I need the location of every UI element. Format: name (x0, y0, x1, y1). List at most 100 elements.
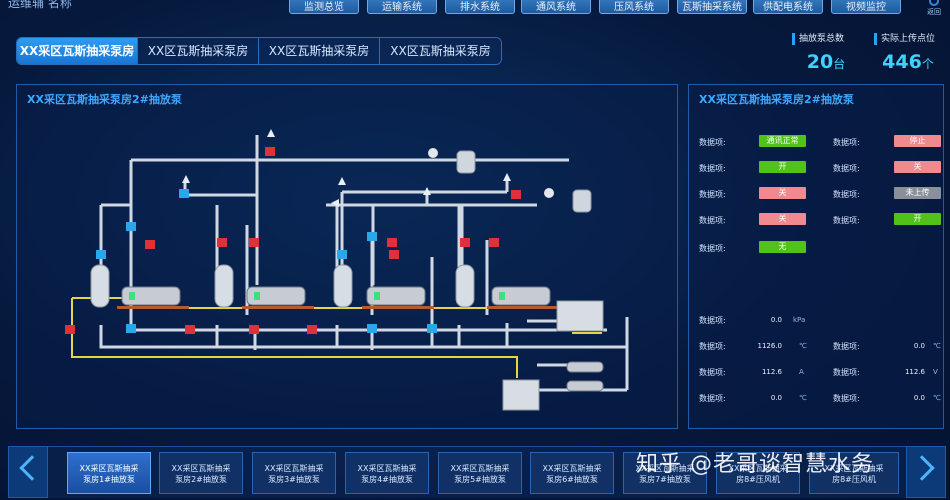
nav-item-monitoring[interactable]: 监测总览 (289, 0, 359, 14)
data-panel: XX采区瓦斯抽采泵房2#抽放泵 数据项: 通讯正常 数据项: 开 数据项: 关 … (688, 84, 944, 429)
status-badge: 未上传 (894, 187, 941, 199)
data-panel-title: XX采区瓦斯抽采泵房2#抽放泵 (699, 93, 854, 106)
pump-card-line1: XX采区瓦斯抽采 (171, 464, 231, 473)
process-diagram-panel: XX采区瓦斯抽采泵房2#抽放泵 (16, 84, 678, 429)
data-unit: ℃ (933, 394, 941, 402)
top-nav: 运维辅 名称 监测总览 运输系统 排水系统 通风系统 压风系统 瓦斯抽采系统 供… (0, 0, 950, 16)
data-label: 数据项: (699, 342, 726, 351)
stat-upload-points-label: 实际上传点位 (874, 33, 942, 45)
return-button[interactable]: 返回 (924, 0, 944, 17)
pump-card-line2: 房8#压风机 (832, 475, 876, 484)
carousel-next-button[interactable] (906, 446, 946, 498)
data-label: 数据项: (699, 368, 726, 377)
return-label: 返回 (927, 8, 941, 16)
status-badge: 关 (759, 213, 806, 225)
data-label: 数据项: (833, 138, 860, 147)
data-value: 0.0 (913, 394, 925, 402)
data-label: 数据项: (699, 164, 726, 173)
pump-card-line2: 泵房7#抽放泵 (639, 475, 691, 484)
data-label: 数据项: (833, 394, 860, 403)
tab-pump-room-4[interactable]: XX区瓦斯抽采泵房 (380, 38, 501, 64)
data-value: 1126.0 (757, 342, 783, 350)
pump-card-line1: XX采区瓦斯抽采 (264, 464, 324, 473)
pump-card-line1: XX采区瓦斯抽采 (728, 464, 788, 473)
data-unit: A (799, 368, 804, 376)
status-badge: 关 (894, 161, 941, 173)
pump-card-7[interactable]: XX采区瓦斯抽采 泵房7#抽放泵 (623, 452, 707, 494)
data-label: 数据项: (833, 342, 860, 351)
status-badge: 停止 (894, 135, 941, 147)
pump-card-line2: 泵房4#抽放泵 (361, 475, 413, 484)
pump-card-line1: XX采区瓦斯抽采 (542, 464, 602, 473)
pump-card-line2: 房8#压风机 (736, 475, 780, 484)
data-value: 112.6 (904, 368, 925, 376)
data-label: 数据项: (833, 368, 860, 377)
pump-card-line1: XX采区瓦斯抽采 (450, 464, 510, 473)
data-label: 数据项: (699, 316, 726, 325)
return-icon (929, 0, 939, 6)
chevron-left-icon (19, 455, 45, 481)
status-badge: 开 (759, 161, 806, 173)
carousel-prev-button[interactable] (8, 446, 48, 498)
nav-item-video[interactable]: 视频监控 (831, 0, 901, 14)
system-title: 运维辅 名称 (8, 0, 72, 10)
stat-total-pumps-value: 20台 (806, 51, 846, 73)
stat-upload-points-value: 446个 (882, 51, 934, 73)
status-badge: 关 (759, 187, 806, 199)
nav-item-compressed-air[interactable]: 压风系统 (599, 0, 669, 14)
pump-card-line1: XX采区瓦斯抽采 (635, 464, 695, 473)
data-label: 数据项: (699, 394, 726, 403)
stat-total-pumps-label: 抽放泵总数 (792, 33, 860, 45)
pump-card-3[interactable]: XX采区瓦斯抽采 泵房3#抽放泵 (252, 452, 336, 494)
watermark: 知乎 @老哥谈智慧水务 (636, 452, 874, 477)
data-label: 数据项: (833, 164, 860, 173)
tab-pump-room-3[interactable]: XX区瓦斯抽采泵房 (259, 38, 380, 64)
pump-card-line2: 泵房6#抽放泵 (546, 475, 598, 484)
pump-card-1[interactable]: XX采区瓦斯抽采 泵房1#抽放泵 (67, 452, 151, 494)
status-badge: 通讯正常 (759, 135, 806, 147)
chevron-right-icon (909, 455, 935, 481)
data-unit: ℃ (799, 394, 807, 402)
nav-item-transport[interactable]: 运输系统 (367, 0, 437, 14)
pump-room-tabs: XX采区瓦斯抽采泵房 XX区瓦斯抽采泵房 XX区瓦斯抽采泵房 XX区瓦斯抽采泵房 (16, 37, 502, 65)
status-badge: 开 (894, 213, 941, 225)
data-label: 数据项: (699, 138, 726, 147)
pump-card-5[interactable]: XX采区瓦斯抽采 泵房5#抽放泵 (438, 452, 522, 494)
data-label: 数据项: (833, 190, 860, 199)
pump-card-line1: XX采区瓦斯抽采 (357, 464, 417, 473)
pump-card-6[interactable]: XX采区瓦斯抽采 泵房6#抽放泵 (530, 452, 614, 494)
data-unit: ℃ (799, 342, 807, 350)
pump-card-8[interactable]: XX采区瓦斯抽采 房8#压风机 (716, 452, 800, 494)
pump-card-9[interactable]: XX采区瓦斯抽采 房8#压风机 (809, 452, 899, 494)
pump-card-line2: 泵房2#抽放泵 (175, 475, 227, 484)
pump-card-line1: XX采区瓦斯抽采 (824, 464, 884, 473)
data-unit: V (933, 368, 938, 376)
data-label: 数据项: (699, 190, 726, 199)
diagram-panel-title: XX采区瓦斯抽采泵房2#抽放泵 (27, 93, 182, 106)
data-label: 数据项: (699, 216, 726, 225)
data-value: 0.0 (770, 394, 782, 402)
tab-pump-room-1[interactable]: XX采区瓦斯抽采泵房 (17, 38, 138, 64)
pump-card-line2: 泵房3#抽放泵 (268, 475, 320, 484)
nav-item-power[interactable]: 供配电系统 (753, 0, 823, 14)
data-value: 0.0 (913, 342, 925, 350)
data-label: 数据项: (699, 244, 726, 253)
nav-item-drainage[interactable]: 排水系统 (445, 0, 515, 14)
nav-item-gas-drainage[interactable]: 瓦斯抽采系统 (677, 0, 747, 14)
data-value: 0.0 (770, 316, 782, 324)
process-diagram (65, 129, 629, 411)
stat-total-pumps: 抽放泵总数 20台 (792, 33, 860, 73)
pump-card-line1: XX采区瓦斯抽采 (79, 464, 139, 473)
pump-card-4[interactable]: XX采区瓦斯抽采 泵房4#抽放泵 (345, 452, 429, 494)
data-value: 112.6 (761, 368, 782, 376)
data-unit: kPa (793, 316, 806, 324)
data-unit: ℃ (933, 342, 941, 350)
pump-card-2[interactable]: XX采区瓦斯抽采 泵房2#抽放泵 (159, 452, 243, 494)
nav-item-ventilation[interactable]: 通风系统 (521, 0, 591, 14)
tab-pump-room-2[interactable]: XX区瓦斯抽采泵房 (138, 38, 259, 64)
status-badge: 无 (759, 241, 806, 253)
pump-card-line2: 泵房1#抽放泵 (83, 475, 135, 484)
stat-upload-points: 实际上传点位 446个 (874, 33, 942, 73)
data-label: 数据项: (833, 216, 860, 225)
pump-card-line2: 泵房5#抽放泵 (454, 475, 506, 484)
